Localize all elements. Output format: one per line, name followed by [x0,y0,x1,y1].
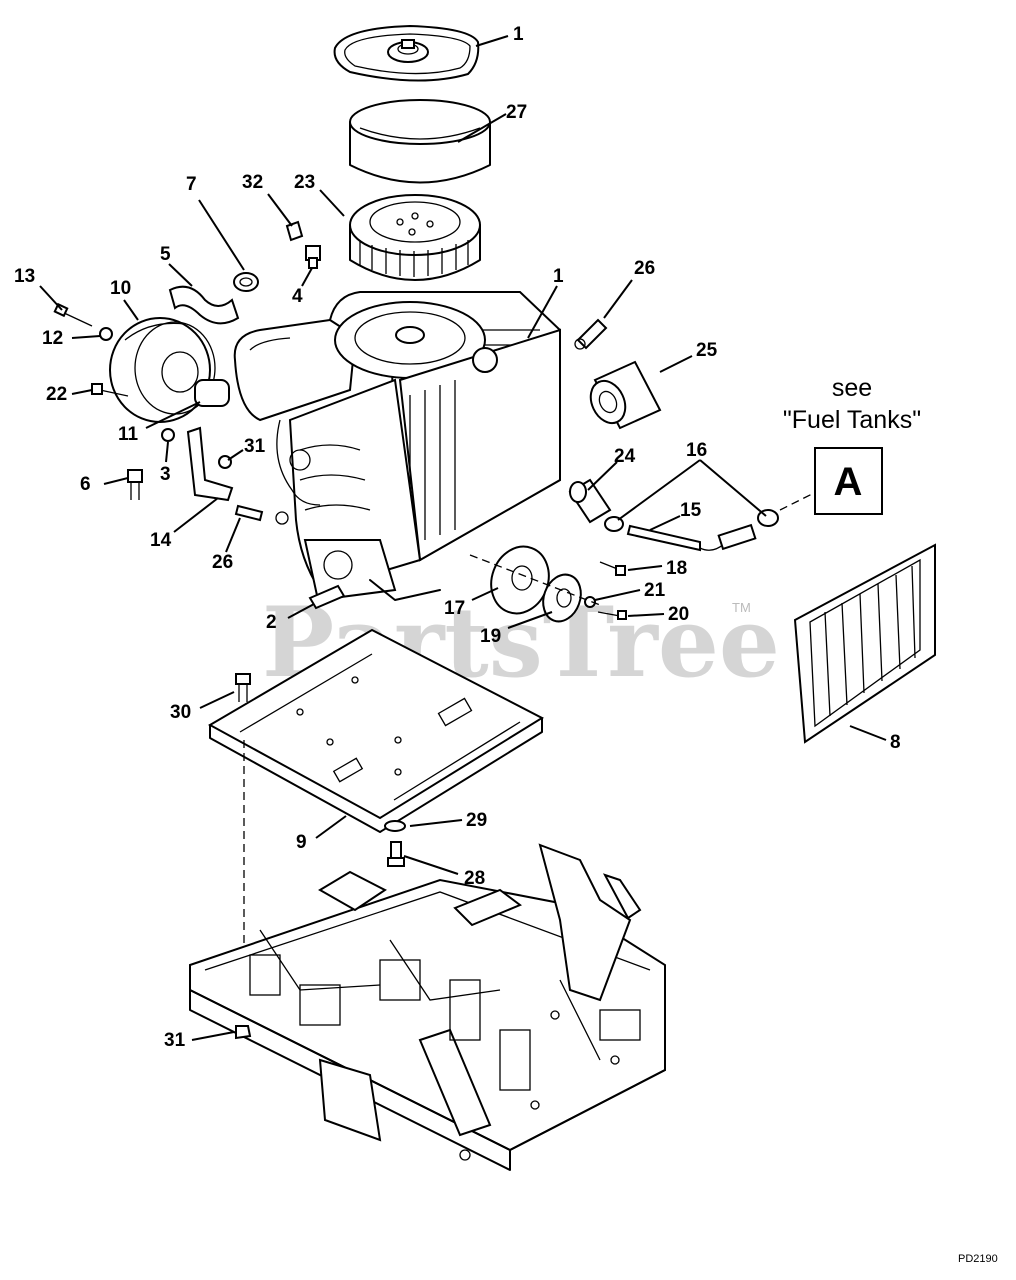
part-bolt-18[interactable] [599,561,626,576]
callout-11: 11 [118,424,139,445]
part-washer-12[interactable] [99,327,113,341]
drawing-code: PD2190 [958,1253,998,1265]
part-filter-element[interactable] [349,194,481,281]
callout-20: 20 [668,604,689,625]
part-clamp-7[interactable] [233,272,259,292]
fuel-tanks-reference[interactable]: see "Fuel Tanks" A [783,374,921,515]
part-bolt-22[interactable] [91,383,129,397]
part-muffler-10[interactable] [109,317,216,423]
callout-numbers: 1 27 23 7 32 5 4 13 10 12 1 26 25 22 11 … [14,24,901,1051]
callout-12: 12 [42,328,63,349]
part-hose-5[interactable] [168,285,240,325]
part-fitting-4[interactable] [305,245,321,269]
callout-31-top: 31 [244,436,266,457]
callout-29: 29 [466,810,487,831]
part-washer-21[interactable] [584,596,596,608]
part-nut-31-top[interactable] [218,455,232,469]
trademark-mark: TM [732,600,751,615]
callout-1-mid: 1 [553,266,564,287]
part-engine-plate-9[interactable] [207,628,545,833]
part-frame[interactable] [189,843,666,1171]
part-pulley-17[interactable] [482,538,558,621]
callout-15: 15 [680,500,702,521]
part-hose-15[interactable] [626,523,757,552]
callout-26-low: 26 [212,552,233,573]
part-washer-29[interactable] [384,820,406,832]
part-bolt-30[interactable] [235,673,251,702]
part-nut-3[interactable] [161,428,175,442]
callout-3: 3 [160,464,171,485]
reference-box [814,447,883,515]
callout-22: 22 [46,384,67,405]
part-precleaner-sleeve[interactable] [349,99,491,184]
callout-30: 30 [170,702,191,723]
part-fitting-26-top[interactable] [574,318,608,350]
callout-8: 8 [890,732,901,753]
callout-31-low: 31 [164,1030,186,1051]
part-bolt-6[interactable] [127,469,143,500]
part-nut-31-low[interactable] [235,1025,252,1040]
callout-10: 10 [110,278,131,299]
callout-18: 18 [666,558,687,579]
callout-28: 28 [464,868,485,889]
callout-1-top: 1 [513,24,524,45]
callout-6: 6 [80,474,91,495]
callout-25: 25 [696,340,718,361]
callout-16: 16 [686,440,707,461]
reference-letter: A [834,460,863,504]
callout-21: 21 [644,580,666,601]
see-label: see [832,374,872,402]
engine-assembly[interactable] [233,291,561,602]
callout-7: 7 [186,174,197,195]
part-screen-8[interactable] [793,543,936,744]
callout-23: 23 [294,172,315,193]
callout-19: 19 [480,626,501,647]
part-bolt-20[interactable] [597,610,627,620]
fuel-tanks-label: "Fuel Tanks" [783,406,921,434]
part-tube-11[interactable] [194,379,230,407]
part-oil-filter-25[interactable] [584,360,662,430]
callout-4: 4 [292,286,303,307]
callout-27: 27 [506,102,527,123]
callout-26-top: 26 [634,258,655,279]
part-air-cleaner-cover[interactable] [333,24,480,82]
callout-5: 5 [160,244,171,265]
callout-32: 32 [242,172,263,193]
callout-13: 13 [14,266,35,287]
part-clip-32[interactable] [285,220,304,242]
part-fitting-26-low[interactable] [234,504,289,525]
part-fuel-filter-24[interactable] [568,478,612,524]
callout-9: 9 [296,832,307,853]
leader-lines [39,35,887,1041]
part-bracket-14[interactable] [186,426,234,502]
part-hub-19[interactable] [537,569,587,626]
callout-17: 17 [444,598,465,619]
callout-24: 24 [614,446,636,467]
callout-14: 14 [150,530,172,551]
callout-2: 2 [266,612,277,633]
part-bolt-28[interactable] [387,841,405,867]
